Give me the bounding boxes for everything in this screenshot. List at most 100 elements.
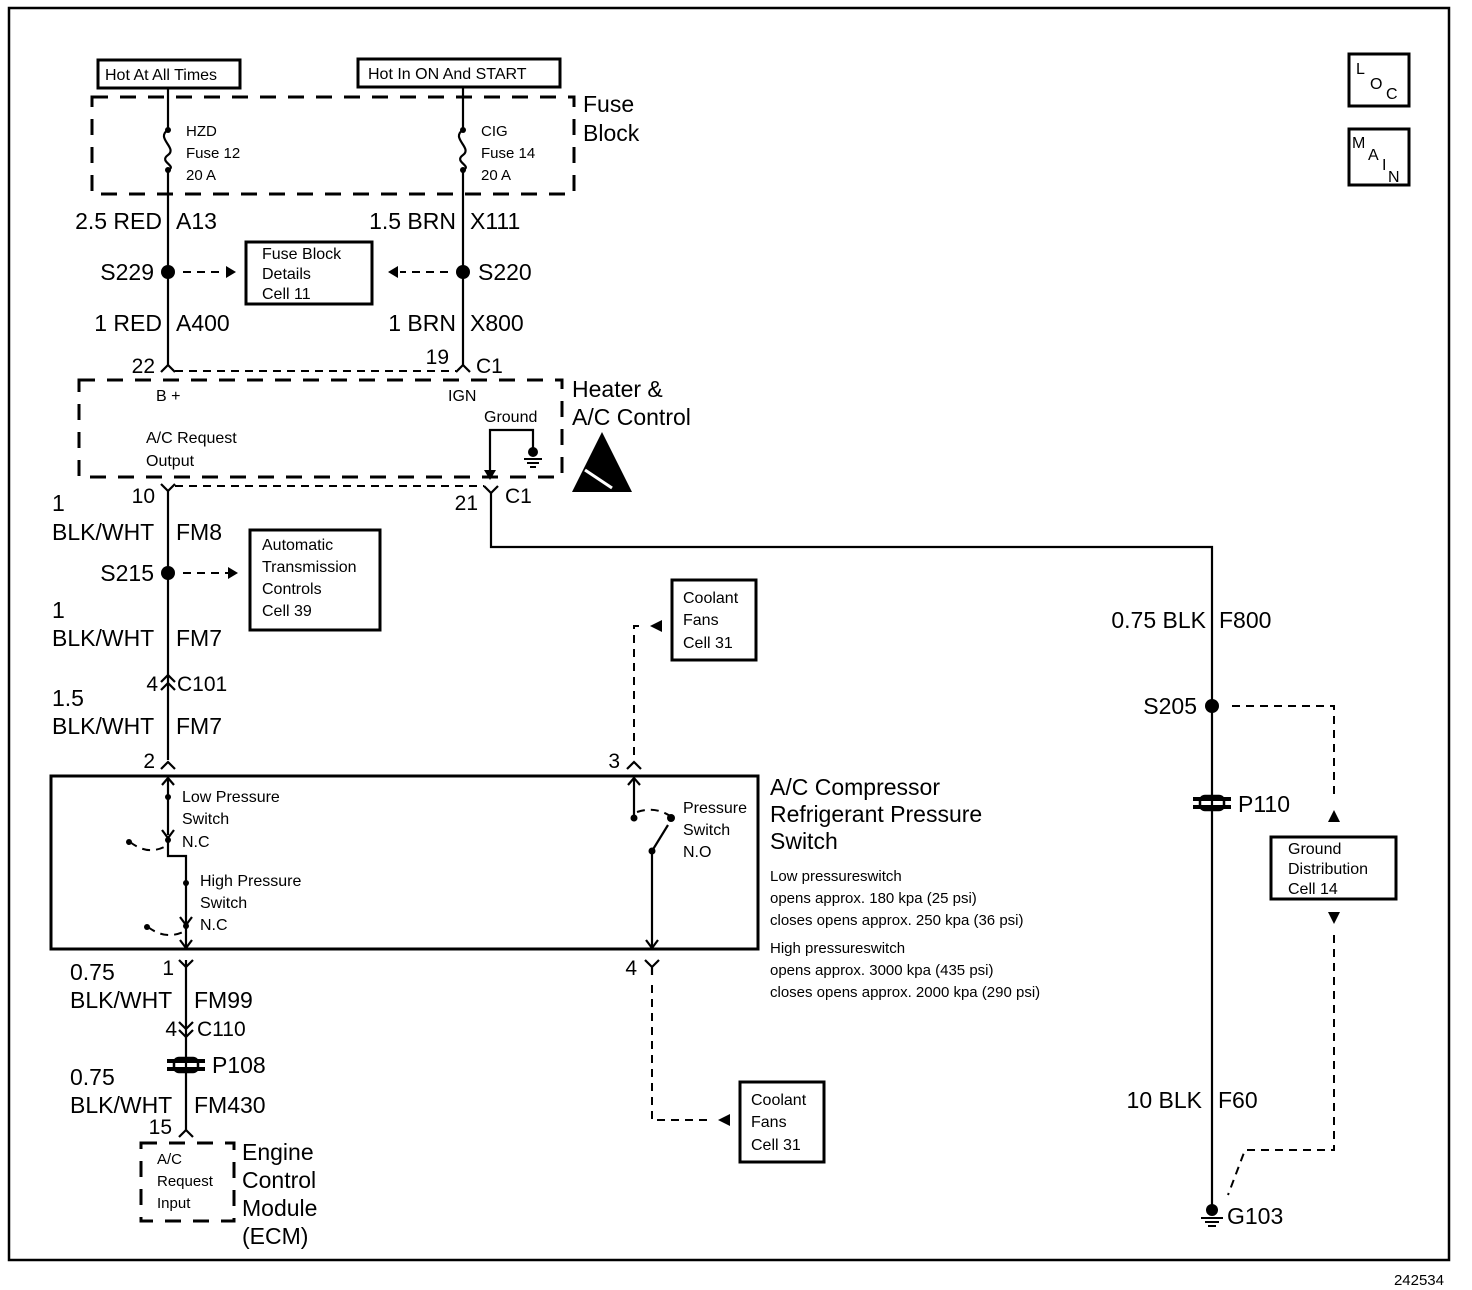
- wire-color: BLK/WHT: [52, 519, 154, 545]
- splice-s215[interactable]: [161, 566, 175, 580]
- esd-warning-icon: [572, 432, 632, 492]
- wire-color: BLK/WHT: [70, 987, 172, 1013]
- switch-label: Pressure: [683, 800, 747, 817]
- wire-size: 1: [52, 490, 65, 516]
- fuse-block-title: Fuse: [583, 91, 634, 117]
- ref-coolant-fans-bottom[interactable]: Coolant Fans Cell 31: [738, 1080, 826, 1164]
- splice-label: S229: [100, 259, 154, 285]
- connector-pin-10: [160, 483, 176, 493]
- connector-pin-21: [483, 485, 499, 495]
- fuse-number: Fuse 14: [481, 145, 535, 162]
- arrow-right-icon: [228, 567, 238, 579]
- loc-letter: O: [1370, 76, 1382, 93]
- pin-label: 15: [149, 1116, 172, 1139]
- connector-pin-3: [626, 760, 642, 770]
- connector-pin-22: [160, 363, 176, 373]
- b-plus-label: B +: [156, 388, 180, 405]
- fuse-block-title: Block: [583, 120, 640, 146]
- svg-text:Distribution: Distribution: [1288, 861, 1368, 878]
- ground-label: G103: [1227, 1203, 1283, 1229]
- pressure-switch-title: A/C Compressor: [770, 774, 940, 800]
- fuse-rating: 20 A: [481, 167, 511, 184]
- pin-label: 4: [146, 673, 158, 696]
- ground-icon: [524, 447, 542, 468]
- hot-in-on-start-label: Hot In ON And START: [356, 57, 562, 89]
- splice-label: S205: [1143, 693, 1197, 719]
- switch-label: N.C: [182, 834, 210, 851]
- pin-label: 1: [162, 957, 174, 980]
- output-label: A/C Request: [146, 430, 237, 447]
- switch-label: Switch: [200, 895, 247, 912]
- wire-label: 1 RED: [94, 310, 162, 336]
- pin-label: 4: [625, 957, 637, 980]
- ecm-title: Engine: [242, 1139, 314, 1165]
- pass-through-p110-icon: [1193, 794, 1231, 812]
- ref-automatic-transmission[interactable]: Automatic Transmission Controls Cell 39: [248, 528, 382, 632]
- pass-through-p108-icon: [167, 1056, 205, 1074]
- wire-color: BLK/WHT: [52, 713, 154, 739]
- fuse-name: CIG: [481, 123, 508, 140]
- pin-label: 3: [608, 750, 620, 773]
- wire-label: 0.75 BLK: [1111, 607, 1206, 633]
- switch-label: Switch: [683, 822, 730, 839]
- pass-through-label: P108: [212, 1052, 266, 1078]
- svg-text:Automatic: Automatic: [262, 537, 333, 554]
- connector-pin-2: [160, 760, 176, 770]
- ref-coolant-fans-top[interactable]: Coolant Fans Cell 31: [670, 578, 758, 662]
- arrow-right-icon: [226, 266, 236, 278]
- pin-label: 19: [426, 346, 449, 369]
- fuse-rating: 20 A: [186, 167, 216, 184]
- spec-note: High pressureswitch: [770, 940, 905, 957]
- loc-letter: L: [1356, 61, 1365, 78]
- circuit-label: A13: [176, 208, 217, 234]
- wire-size: 0.75: [70, 959, 115, 985]
- arrow-down-icon: [1328, 912, 1340, 924]
- fuse-12-symbol: [162, 129, 172, 172]
- splice-s229[interactable]: [161, 265, 175, 279]
- circuit-label: F60: [1218, 1087, 1258, 1113]
- svg-text:Cell 11: Cell 11: [262, 286, 311, 303]
- hot-at-all-times-label: Hot At All Times: [96, 58, 242, 90]
- ref-fuse-block-details[interactable]: Fuse Block Details Cell 11: [244, 240, 374, 306]
- wire-label: 1 BRN: [388, 310, 456, 336]
- switch-label: N.C: [200, 917, 228, 934]
- circuit-label: FM7: [176, 625, 222, 651]
- circuit-label: FM8: [176, 519, 222, 545]
- circuit-label: FM99: [194, 987, 253, 1013]
- pressure-switch-title: Switch: [770, 828, 838, 854]
- switch-label: N.O: [683, 844, 711, 861]
- ecm-input-label: A/C: [157, 1151, 182, 1168]
- spec-note: opens approx. 180 kpa (25 psi): [770, 890, 977, 907]
- circuit-label: A400: [176, 310, 230, 336]
- ign-label: IGN: [448, 388, 476, 405]
- main-letter: M: [1352, 135, 1365, 152]
- hvac-control-title: A/C Control: [572, 404, 691, 430]
- svg-text:Coolant: Coolant: [683, 590, 739, 607]
- ecm-input-label: Input: [157, 1195, 191, 1212]
- arrow-left-icon: [650, 620, 662, 632]
- hvac-control-title: Heater &: [572, 376, 663, 402]
- pressure-switch-outline: [49, 774, 760, 951]
- arrow-left-icon: [388, 266, 398, 278]
- ecm-input-label: Request: [157, 1173, 214, 1190]
- ground-g103-icon: [1201, 1204, 1223, 1227]
- arrow-left-icon: [718, 1114, 730, 1126]
- splice-s220[interactable]: [456, 265, 470, 279]
- pin-label: 10: [132, 485, 155, 508]
- ref-ground-distribution[interactable]: Ground Distribution Cell 14: [1269, 835, 1398, 901]
- connector-pin-4: [644, 959, 660, 975]
- pin-label: 21: [455, 492, 478, 515]
- splice-s205[interactable]: [1205, 699, 1219, 713]
- circuit-label: X800: [470, 310, 524, 336]
- ground-label: Ground: [484, 409, 537, 426]
- switch-label: High Pressure: [200, 873, 301, 890]
- fuse-number: Fuse 12: [186, 145, 240, 162]
- ecm-title: Module: [242, 1195, 317, 1221]
- pass-through-label: P110: [1238, 791, 1290, 817]
- splice-label: S215: [100, 560, 154, 586]
- loc-badge[interactable]: L O C: [1347, 52, 1411, 108]
- main-badge[interactable]: M A I N: [1347, 127, 1411, 187]
- circuit-label: X111: [470, 208, 520, 234]
- loc-letter: C: [1386, 86, 1398, 103]
